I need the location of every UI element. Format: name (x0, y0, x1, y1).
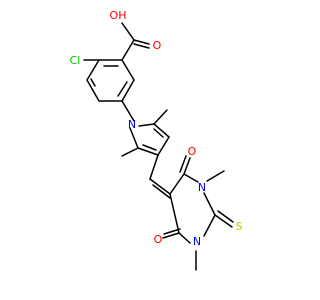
bond (117, 81, 128, 97)
bond (90, 78, 96, 87)
bond (183, 157, 191, 175)
acid-carbonyl-oxygen-label: O (153, 39, 162, 52)
bond (86, 79, 100, 102)
bond (138, 123, 155, 127)
bond (121, 39, 135, 61)
bond (121, 79, 135, 102)
lower-carbonyl-oxygen-label: O (154, 233, 163, 246)
bond (149, 154, 159, 180)
structure-canvas: OH O Cl N O O N N S (70, 9, 243, 271)
upper-carbonyl-oxygen-label: O (188, 145, 197, 158)
atom-label-layer: OH O Cl N O O N N S (70, 9, 243, 248)
bond (206, 170, 225, 182)
bond (203, 214, 216, 237)
pyrrole-nitrogen-label: N (128, 118, 136, 131)
bond (121, 147, 139, 157)
bond (163, 228, 181, 235)
bond (121, 59, 135, 81)
upper-ring-nitrogen-label: N (198, 181, 206, 194)
bond (153, 109, 168, 125)
bond (129, 127, 139, 149)
bond (179, 155, 187, 173)
bond (169, 173, 185, 195)
molecule-diagram: OH O Cl N O O N N S (69, 9, 243, 271)
bond (86, 59, 100, 81)
lower-ring-nitrogen-label: N (193, 235, 201, 248)
bond (153, 128, 164, 138)
bond-layer (83, 22, 234, 271)
bond (149, 178, 171, 195)
bond (217, 210, 234, 223)
bond (152, 184, 171, 199)
bond (153, 123, 170, 138)
bond (142, 144, 157, 151)
bond (183, 173, 199, 183)
chlorine-label: Cl (70, 54, 81, 67)
bond (214, 214, 233, 228)
bond (169, 193, 180, 234)
bond (137, 147, 159, 156)
bond (121, 22, 135, 41)
bond (121, 100, 135, 122)
bond (157, 136, 170, 156)
bond (178, 232, 191, 244)
sulfur-label: S (236, 220, 243, 233)
bond (203, 192, 216, 216)
bond (133, 43, 150, 49)
hydroxyl-label: OH (110, 9, 127, 22)
bond (133, 39, 150, 45)
bond (162, 232, 180, 239)
